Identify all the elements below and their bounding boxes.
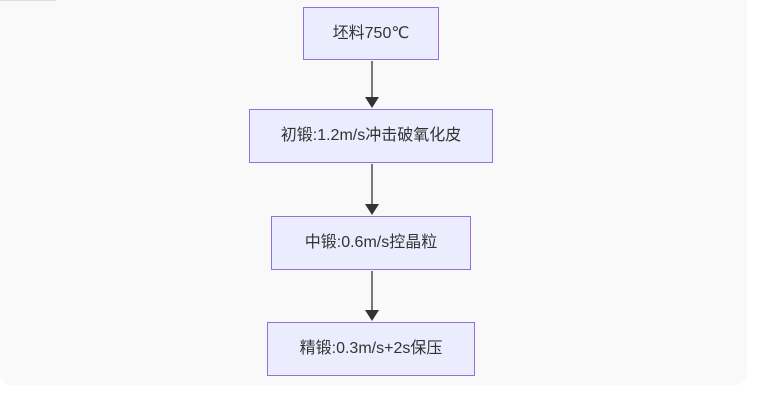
flow-node-middle-forging: 中锻:0.6m/s控晶粒: [271, 216, 471, 270]
arrow-line-2: [371, 164, 373, 205]
flow-node-label: 中锻:0.6m/s控晶粒: [304, 234, 438, 252]
arrowhead-down-icon: [365, 310, 379, 321]
flow-node-label: 精锻:0.3m/s+2s保压: [299, 340, 443, 358]
top-edge-divider: [0, 0, 56, 1]
flow-node-billet: 坯料750℃: [303, 7, 439, 60]
arrowhead-down-icon: [365, 204, 379, 215]
flow-node-label: 坯料750℃: [332, 24, 410, 42]
flow-node-finish-forging: 精锻:0.3m/s+2s保压: [267, 322, 475, 376]
diagram-canvas: 坯料750℃ 初锻:1.2m/s冲击破氧化皮 中锻:0.6m/s控晶粒 精锻:0…: [0, 0, 493, 376]
arrowhead-down-icon: [365, 97, 379, 108]
arrow-line-1: [371, 61, 373, 99]
flow-node-label: 初锻:1.2m/s冲击破氧化皮: [280, 127, 462, 145]
flow-node-initial-forging: 初锻:1.2m/s冲击破氧化皮: [249, 109, 493, 163]
arrow-line-3: [371, 271, 373, 311]
